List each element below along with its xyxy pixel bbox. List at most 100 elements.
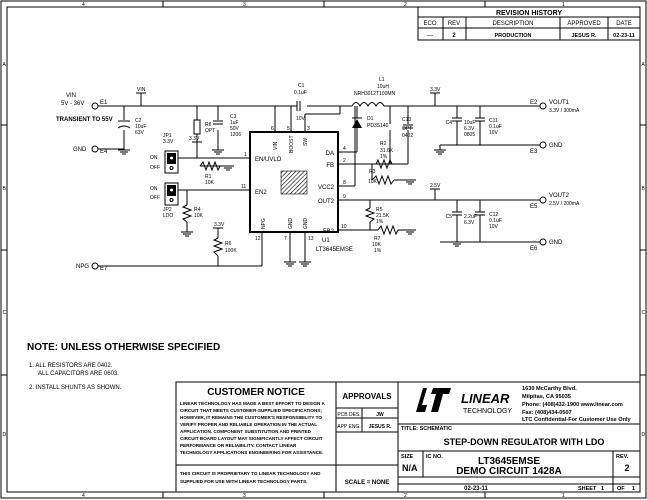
row-description: PRODUCTION xyxy=(495,33,532,39)
e1-label: E1 xyxy=(100,100,108,106)
proprietary-line-2: SUPPLIED FOR USE WITH LINEAR TECHNOLOGY … xyxy=(180,479,307,484)
zone-col-4: 4 xyxy=(82,2,85,8)
schematic-title: STEP-DOWN REGULATOR WITH LDO xyxy=(444,437,605,447)
pin-num-out2: 9 xyxy=(343,194,346,200)
zone-col-1: 1 xyxy=(562,2,565,8)
r5-tol: 1% xyxy=(376,219,384,225)
terminal-e7 xyxy=(91,262,99,270)
proprietary-line-1: THIS CIRCUIT IS PROPRIETARY TO LINEAR TE… xyxy=(180,471,321,476)
npg-label: NPG xyxy=(76,264,89,270)
net-3v3-a: 3.3V xyxy=(430,87,441,93)
title-info: TITLE: SCHEMATIC STEP-DOWN REGULATOR WIT… xyxy=(401,426,635,492)
zone-col-2-bottom: 2 xyxy=(404,493,407,499)
terminal-e4 xyxy=(91,145,99,153)
phone-line: Phone: (408)432-1900 www.linear.com xyxy=(522,402,623,408)
pcb-des-value: JW xyxy=(376,412,384,418)
terminal-e6 xyxy=(539,238,547,246)
col-eco: ECO xyxy=(423,21,436,27)
confidential-line: LTC Confidential-For Customer Use Only xyxy=(522,417,632,423)
transient-label: TRANSIENT TO 55V xyxy=(56,117,113,123)
address-line-2: Milpitas, CA 95035 xyxy=(522,394,571,400)
pin-num-fb: 2 xyxy=(343,158,346,164)
zone-row-d: D xyxy=(3,432,7,438)
r5-symbol xyxy=(364,207,376,223)
c5-ref: C5 xyxy=(446,214,453,220)
zone-col-2: 2 xyxy=(404,2,407,8)
r8-symbol xyxy=(193,119,201,135)
c11-value: 0.1uF xyxy=(489,124,502,130)
zone-col-3-bottom: 3 xyxy=(243,493,246,499)
row-date: 02-23-11 xyxy=(613,33,635,39)
zone-col-4-bottom: 4 xyxy=(82,493,85,499)
rev-label: REV. xyxy=(616,454,629,460)
app-eng-label: APP ENG. xyxy=(337,424,361,430)
sheet-label: SHEET xyxy=(578,486,597,492)
c2-ref: C2 xyxy=(135,118,142,124)
r1-ref: R1 xyxy=(205,174,212,180)
scale-label: SCALE = NONE xyxy=(345,480,390,486)
of-label: OF xyxy=(617,486,625,492)
customer-notice: CUSTOMER NOTICE LINEAR TECHNOLOGY HAS MA… xyxy=(180,387,325,484)
zone-col-3: 3 xyxy=(243,2,246,8)
pin-num-sw: 3 xyxy=(307,126,310,132)
ic-part: LT3645EMSE xyxy=(316,247,353,253)
vout1-spec: 3.3V / 300mA xyxy=(549,108,580,114)
pin-en2: EN2 xyxy=(255,190,267,196)
col-approved: APPROVED xyxy=(567,21,601,27)
pin-num-boost: 5 xyxy=(287,126,290,132)
notice-line-7: PERFORMANCE OR RELIABILITY. CONTACT LINE… xyxy=(180,443,297,448)
c5-value: 2.2uF xyxy=(464,214,477,220)
terminal-e3 xyxy=(539,141,547,149)
notice-line-1: LINEAR TECHNOLOGY HAS MADE A BEST EFFORT… xyxy=(180,401,325,406)
r2-tol: 1% xyxy=(380,154,388,160)
address-line-1: 1630 McCarthy Blvd. xyxy=(522,386,577,392)
vin-label: VIN xyxy=(66,93,76,99)
c3-voltage: 50V xyxy=(230,126,240,132)
net-flags xyxy=(136,92,440,229)
vin-net-label: VIN xyxy=(137,87,146,93)
c1-voltage: 10V xyxy=(296,116,306,122)
demo-circuit: DEMO CIRCUIT 1428A xyxy=(456,466,562,477)
c3-ref: C3 xyxy=(230,114,237,120)
c13-ref: C13 xyxy=(402,117,411,123)
r5-value: 21.5K xyxy=(376,213,390,219)
pin-vcc2: VCC2 xyxy=(318,185,335,191)
gnd1-label: GND xyxy=(549,143,563,149)
jp2-ref: JP2 xyxy=(163,207,172,213)
zone-row-b-right: B xyxy=(642,186,646,192)
notes-section: NOTE: UNLESS OTHERWISE SPECIFIED 1. ALL … xyxy=(27,342,220,391)
zone-row-d-right: D xyxy=(642,432,646,438)
r7-ref: R7 xyxy=(374,236,381,242)
c13-package: 0402 xyxy=(402,133,413,139)
note-2: 2. INSTALL SHUNTS AS SHOWN. xyxy=(29,385,122,391)
pin-fb2: FB2 xyxy=(323,229,335,235)
c2-symbol xyxy=(117,125,131,129)
r7-symbol xyxy=(377,224,399,236)
title-block-frame xyxy=(175,381,641,493)
d1-part: PD3S140 xyxy=(367,123,389,129)
c4-voltage: 6.3V xyxy=(464,126,475,132)
jp1-ref: JP1 xyxy=(163,133,172,139)
pin-boost: BOOST xyxy=(289,135,295,153)
r2-value: 31.6K xyxy=(380,148,394,154)
pin-out2: OUT2 xyxy=(318,199,335,205)
terminal-e5 xyxy=(539,196,547,204)
c2-voltage: 63V xyxy=(135,130,145,136)
col-rev: REV xyxy=(448,21,460,27)
customer-notice-title: CUSTOMER NOTICE xyxy=(207,387,305,398)
revision-history-table: REVISION HISTORY ECO REV DESCRIPTION APP… xyxy=(417,6,641,41)
pin-num-vcc2: 8 xyxy=(343,180,346,186)
c11-voltage: 10V xyxy=(489,130,499,136)
e2-label: E2 xyxy=(530,100,538,106)
fax-line: Fax: (408)434-0507 xyxy=(522,410,572,416)
note-1b: ALL CAPACITORS ARE 0603. xyxy=(38,371,119,377)
row-rev: 2 xyxy=(452,33,456,39)
e3-label: E3 xyxy=(530,149,538,155)
r6-value: 100K xyxy=(225,248,237,254)
zone-col-1-bottom: 1 xyxy=(562,493,565,499)
pin-num-fb2: 10 xyxy=(341,224,347,230)
pin-num-da: 4 xyxy=(343,146,346,152)
col-date: DATE xyxy=(616,21,632,27)
c4-value: 10uF xyxy=(464,120,475,126)
